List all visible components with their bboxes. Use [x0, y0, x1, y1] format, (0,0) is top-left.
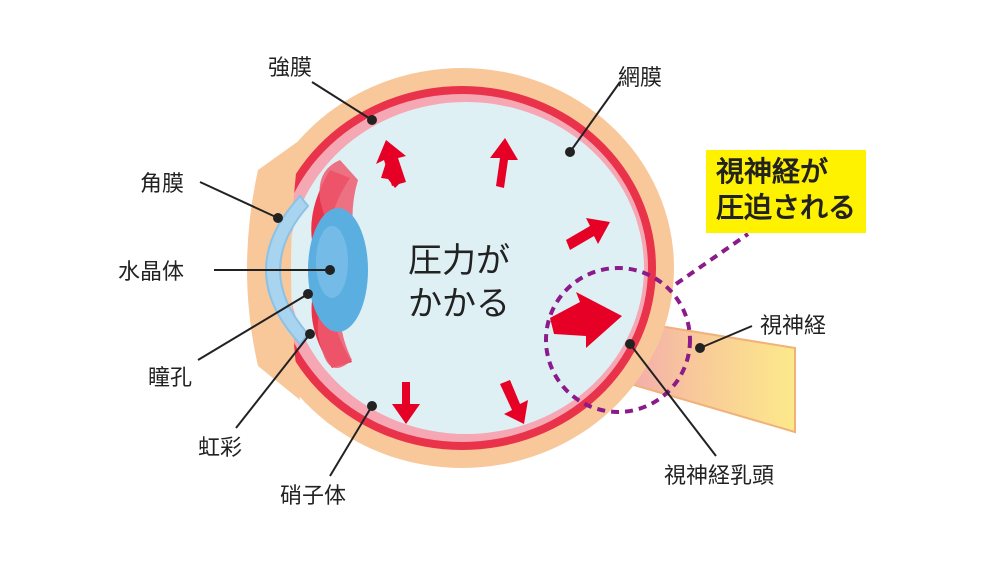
callout-connector — [674, 232, 750, 286]
focus-circle — [544, 266, 692, 414]
pressure-text-line2: かかる — [408, 283, 510, 324]
label-lens: 水晶体 — [118, 260, 185, 285]
label-optic-disc: 視神経乳頭 — [664, 464, 775, 489]
callout-line1: 視神経が — [716, 155, 829, 188]
label-optic-nerve: 視神経 — [760, 314, 827, 339]
callout-line2: 圧迫される — [716, 191, 857, 225]
label-cornea: 角膜 — [140, 172, 185, 197]
label-sclera: 強膜 — [268, 56, 313, 81]
label-vitreous: 硝子体 — [280, 484, 347, 509]
arrow-mark — [550, 292, 622, 348]
pressure-text: 圧力が かかる — [408, 240, 510, 325]
label-iris: 虹彩 — [198, 436, 243, 461]
arrow-mark — [490, 138, 518, 188]
cornea-shape — [265, 194, 310, 346]
arrow-mark — [566, 218, 610, 250]
arrow-mark — [500, 380, 528, 424]
leader-lines — [197, 81, 753, 477]
label-retina: 網膜 — [618, 66, 663, 91]
arrow-mark — [392, 382, 420, 424]
vitreous-shape — [288, 102, 644, 434]
label-pupil: 瞳孔 — [148, 366, 193, 391]
pressure-text-line1: 圧力が — [408, 241, 510, 281]
pressure-arrows — [376, 138, 622, 424]
callout-box: 視神経が 圧迫される — [706, 150, 867, 233]
arrow-mark — [376, 140, 406, 186]
